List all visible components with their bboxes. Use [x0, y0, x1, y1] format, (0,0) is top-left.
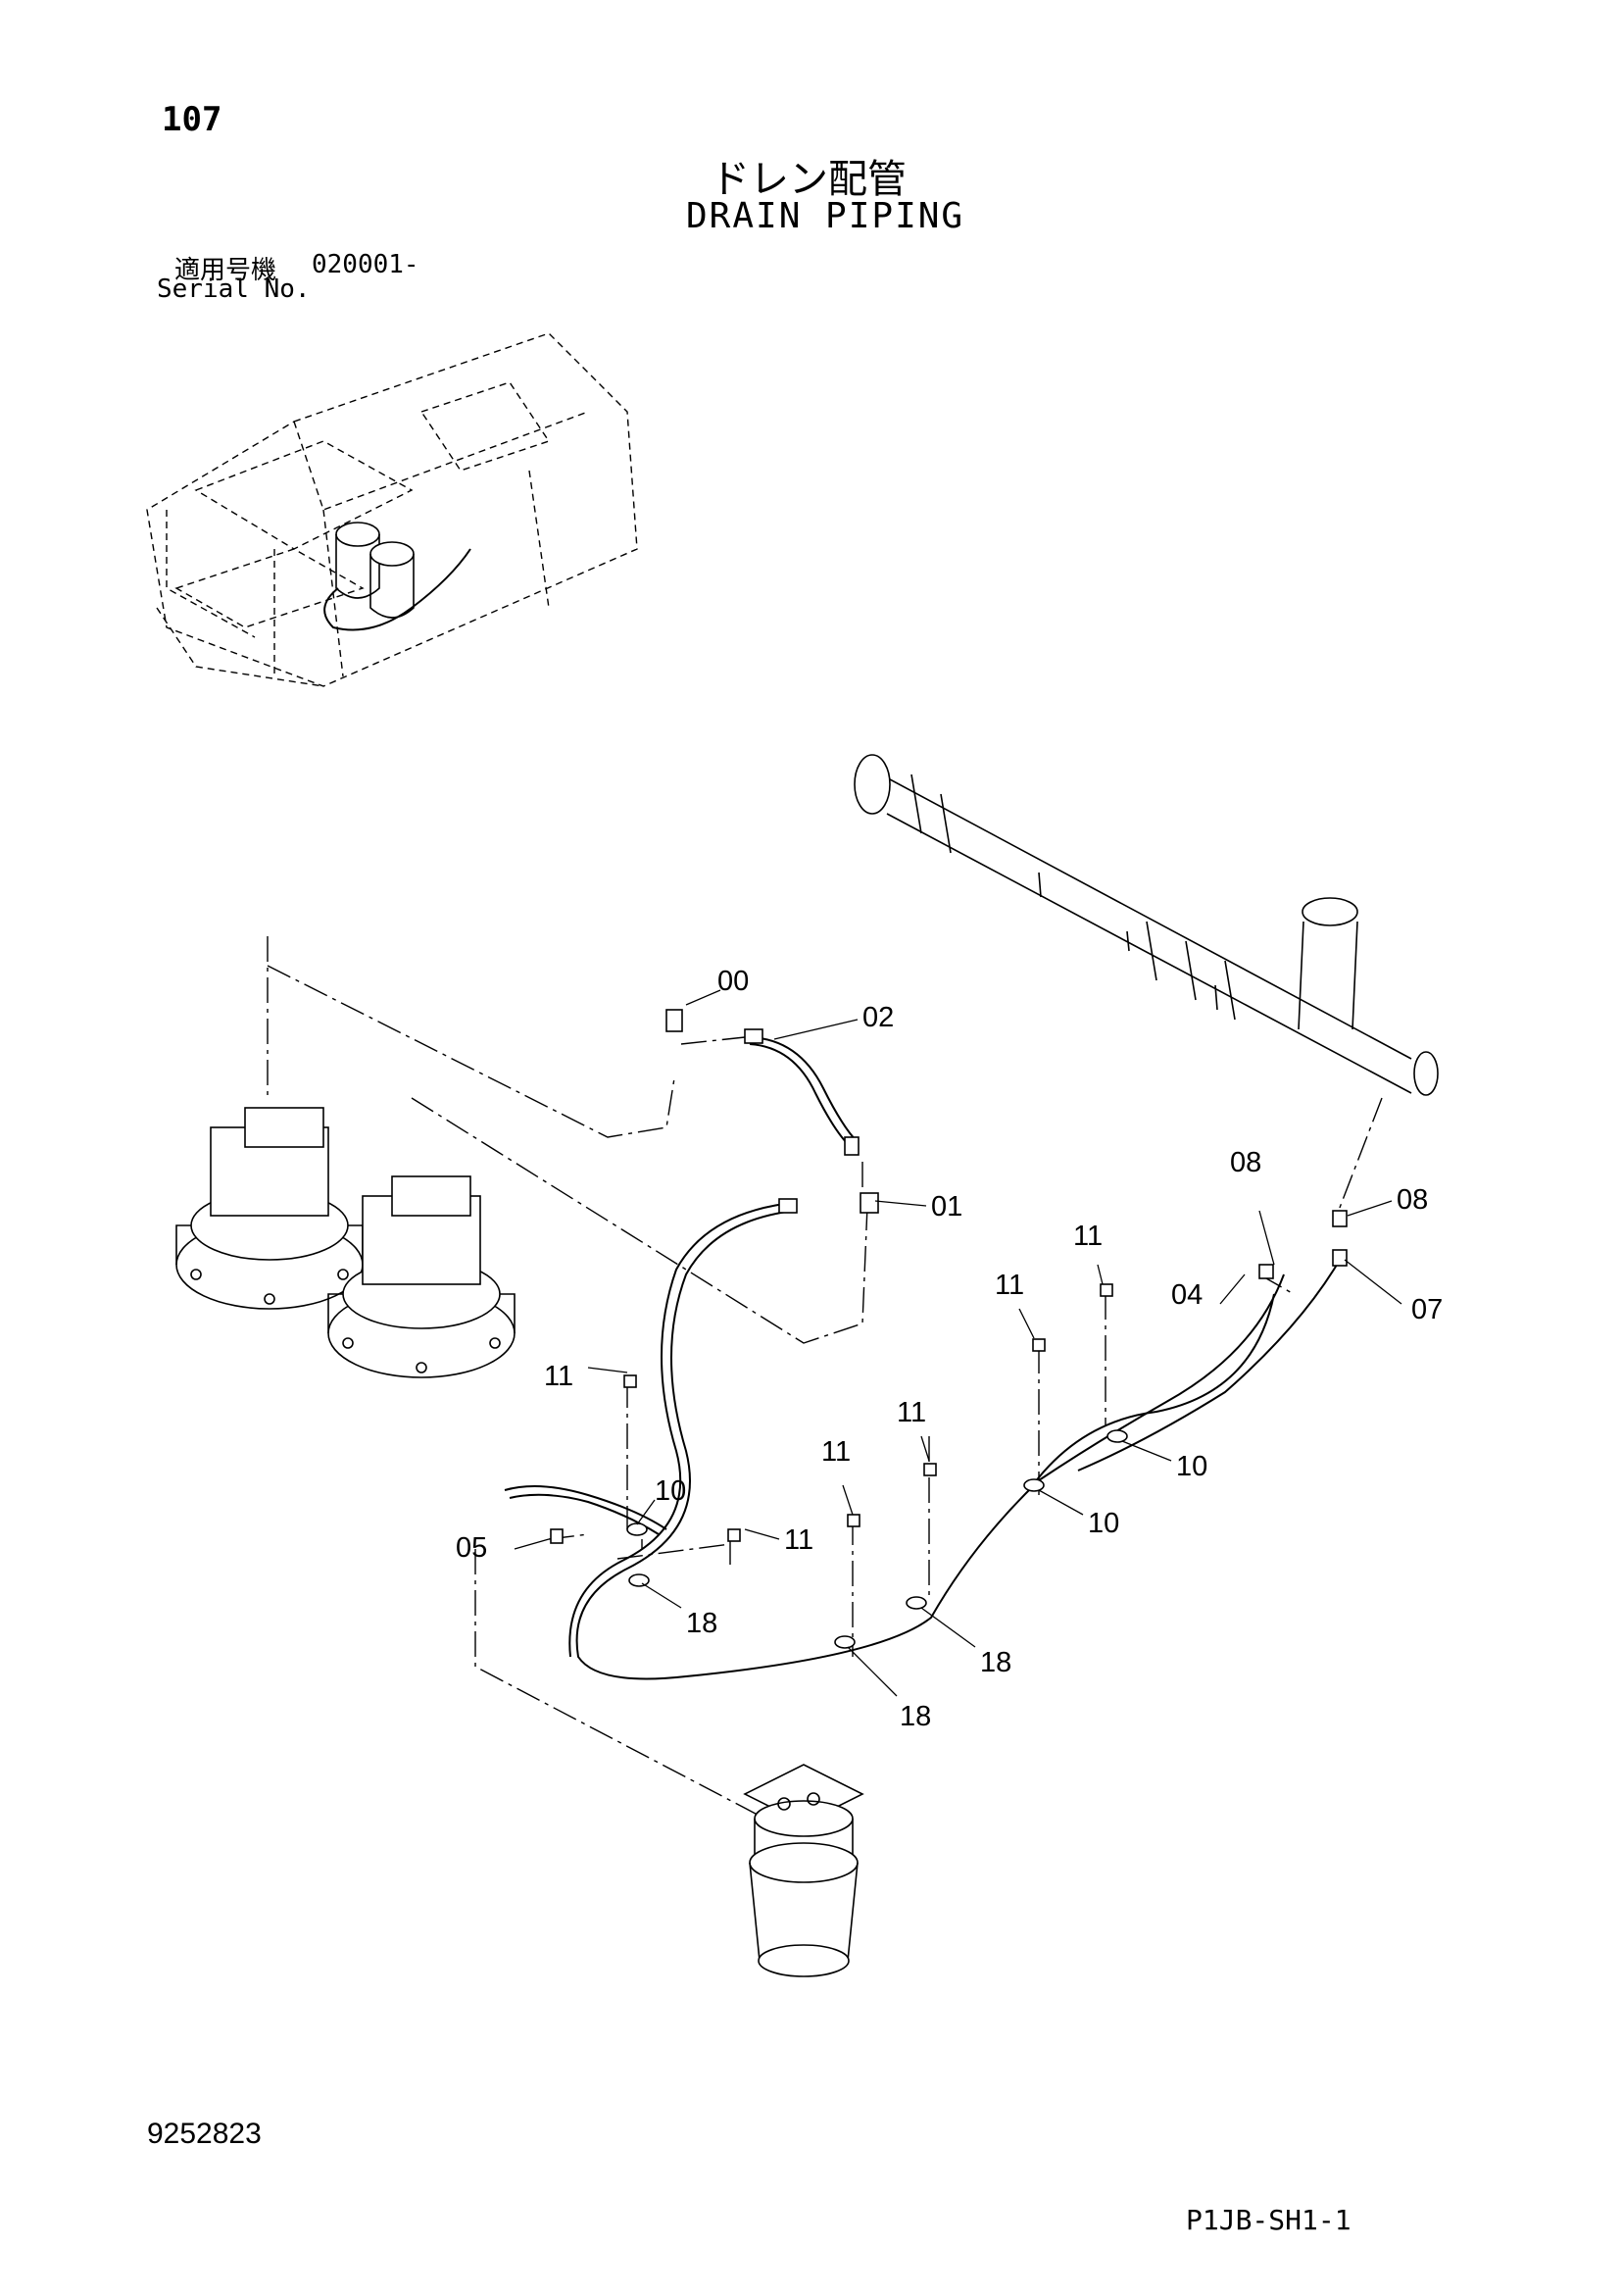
sheet-code: P1JB-SH1-1 — [1186, 2204, 1352, 2236]
document-number: 9252823 — [147, 2118, 262, 2150]
callout-00: 00 — [717, 966, 750, 997]
center-joint-illustration — [743, 1764, 864, 1977]
callout-11-f: 11 — [784, 1524, 814, 1556]
leader-lines — [514, 989, 1402, 1697]
callout-01: 01 — [931, 1191, 963, 1223]
callout-11-e: 11 — [544, 1361, 574, 1392]
callout-02: 02 — [862, 1002, 895, 1033]
callout-18-b: 18 — [980, 1647, 1012, 1678]
callout-10-c: 10 — [655, 1475, 687, 1507]
callout-11-a: 11 — [1073, 1221, 1104, 1252]
callout-08-left: 08 — [1230, 1147, 1262, 1178]
swing-motor-illustration — [175, 1107, 364, 1310]
hydraulic-pipe-assembly — [854, 754, 1439, 1096]
callout-11-d: 11 — [821, 1436, 852, 1468]
clamps — [626, 1429, 1128, 1649]
callout-18-a: 18 — [686, 1608, 718, 1639]
title-japanese: ドレン配管 — [711, 157, 907, 202]
drain-hoses — [504, 1036, 1344, 1680]
callout-10-b: 10 — [1088, 1508, 1120, 1539]
callout-07: 07 — [1411, 1294, 1444, 1325]
title-english: DRAIN PIPING — [686, 196, 965, 236]
callout-04: 04 — [1171, 1279, 1204, 1311]
fittings — [550, 1009, 1348, 1544]
serial-value: 020001- — [312, 250, 419, 279]
page-number: 107 — [162, 100, 222, 139]
swing-motor-illustration-2 — [327, 1175, 516, 1378]
serial-label-english: Serial No. — [157, 275, 311, 304]
callout-05: 05 — [456, 1532, 488, 1564]
callout-18-c: 18 — [900, 1701, 932, 1732]
callout-11-b: 11 — [995, 1270, 1025, 1301]
machine-overview-illustration — [146, 332, 638, 687]
callout-08-right: 08 — [1397, 1184, 1429, 1216]
callout-11-c: 11 — [897, 1397, 927, 1428]
callout-10-a: 10 — [1176, 1451, 1208, 1482]
assembly-chain-lines — [267, 936, 1383, 1824]
serial-label-japanese: 適用号機 — [174, 256, 277, 285]
